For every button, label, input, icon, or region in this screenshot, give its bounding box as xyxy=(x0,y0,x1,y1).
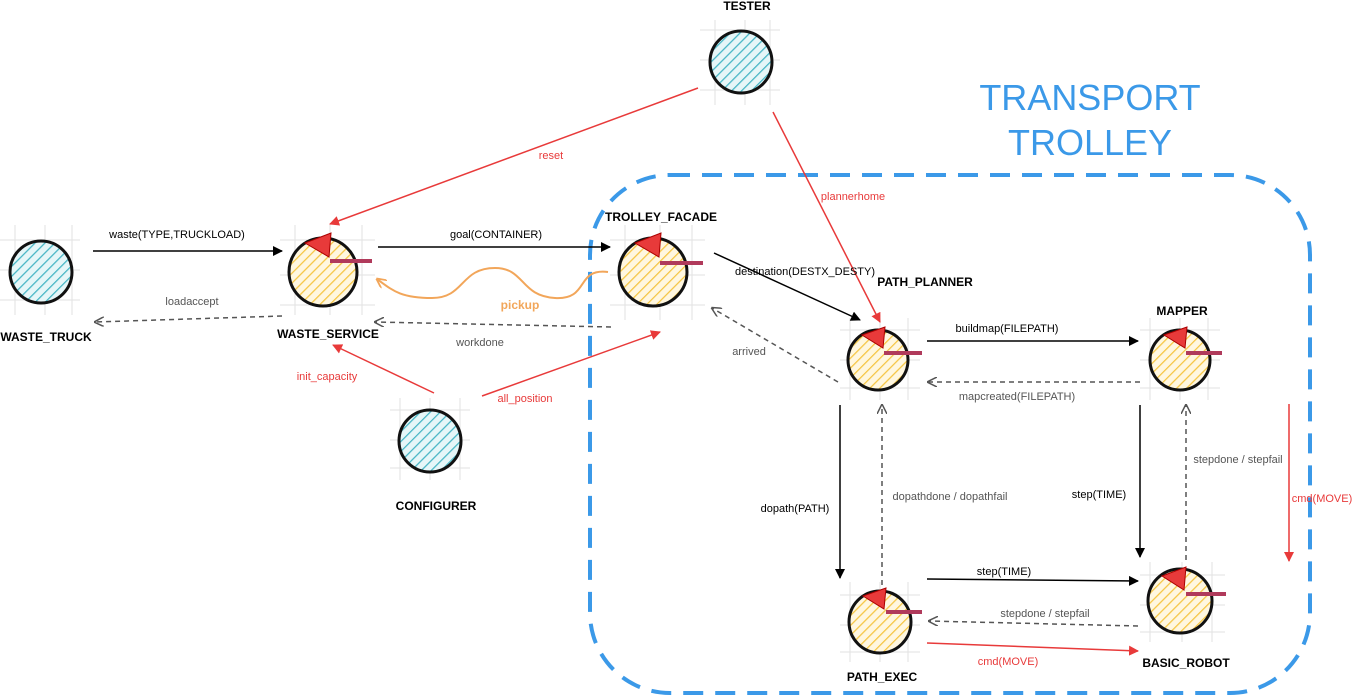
waste-truck-icon xyxy=(8,239,74,305)
svg-text:stepdone / stepfail: stepdone / stepfail xyxy=(1000,608,1089,620)
edge-all-position: all_position xyxy=(481,330,661,405)
svg-text:step(TIME): step(TIME) xyxy=(977,566,1031,578)
svg-text:workdone: workdone xyxy=(455,337,504,349)
edge-step-right: step(TIME) xyxy=(1072,405,1145,558)
svg-text:all_position: all_position xyxy=(497,393,552,405)
edge-plannerhome: plannerhome xyxy=(772,111,885,323)
svg-text:BASIC_ROBOT: BASIC_ROBOT xyxy=(1142,656,1230,670)
svg-text:WASTE_SERVICE: WASTE_SERVICE xyxy=(277,327,379,341)
edge-workdone: workdone xyxy=(375,322,612,349)
svg-text:loadaccept: loadaccept xyxy=(165,296,218,308)
edge-buildmap: buildmap(FILEPATH) xyxy=(927,323,1139,346)
node-configurer: CONFIGURER xyxy=(390,398,477,513)
edge-goal: goal(CONTAINER) xyxy=(378,229,611,252)
svg-text:waste(TYPE,TRUCKLOAD): waste(TYPE,TRUCKLOAD) xyxy=(108,229,245,241)
svg-text:PATH_EXEC: PATH_EXEC xyxy=(847,670,918,684)
svg-text:MAPPER: MAPPER xyxy=(1156,304,1208,318)
node-waste-service: WASTE_SERVICE xyxy=(277,225,379,341)
edge-mapcreated: mapcreated(FILEPATH) xyxy=(928,382,1140,403)
svg-text:step(TIME): step(TIME) xyxy=(1072,489,1126,501)
boundary-title-line2: TROLLEY xyxy=(1008,122,1172,163)
edge-waste: waste(TYPE,TRUCKLOAD) xyxy=(93,229,283,256)
svg-text:TROLLEY_FACADE: TROLLEY_FACADE xyxy=(605,210,717,224)
boundary-title-line1: TRANSPORT xyxy=(979,77,1200,118)
svg-text:WASTE_TRUCK: WASTE_TRUCK xyxy=(0,330,92,344)
svg-text:reset: reset xyxy=(539,150,563,162)
edge-reset: reset xyxy=(329,87,699,226)
svg-text:init_capacity: init_capacity xyxy=(297,371,358,383)
svg-text:cmd(MOVE): cmd(MOVE) xyxy=(1292,493,1353,505)
svg-text:PATH_PLANNER: PATH_PLANNER xyxy=(877,275,973,289)
svg-text:pickup: pickup xyxy=(501,298,540,312)
svg-text:stepdone / stepfail: stepdone / stepfail xyxy=(1193,454,1282,466)
node-path-planner: PATH_PLANNER xyxy=(840,275,973,400)
svg-text:dopath(PATH): dopath(PATH) xyxy=(761,503,830,515)
edge-pickup: pickup xyxy=(377,266,609,312)
svg-text:destination(DESTX_DESTY): destination(DESTX_DESTY) xyxy=(735,266,875,278)
svg-text:TESTER: TESTER xyxy=(723,0,771,13)
edge-cmd-right: cmd(MOVE) xyxy=(1284,404,1353,562)
svg-text:dopathdone / dopathfail: dopathdone / dopathfail xyxy=(893,491,1008,503)
transport-trolley-boundary xyxy=(588,173,1312,695)
edge-destination: destination(DESTX_DESTY) xyxy=(713,252,875,321)
node-basic-robot: BASIC_ROBOT xyxy=(1140,562,1230,670)
svg-text:goal(CONTAINER): goal(CONTAINER) xyxy=(450,229,542,241)
svg-text:CONFIGURER: CONFIGURER xyxy=(396,499,477,513)
svg-text:mapcreated(FILEPATH): mapcreated(FILEPATH) xyxy=(959,391,1075,403)
svg-text:buildmap(FILEPATH): buildmap(FILEPATH) xyxy=(956,323,1059,335)
edge-cmd-bottom: cmd(MOVE) xyxy=(926,642,1139,668)
edge-step-bottom: step(TIME) xyxy=(926,566,1139,586)
edge-stepdone-right: stepdone / stepfail xyxy=(1186,405,1283,560)
node-waste-truck: WASTE_TRUCK xyxy=(0,225,92,344)
edge-stepdone-bottom: stepdone / stepfail xyxy=(929,608,1139,627)
tester-icon xyxy=(708,29,774,95)
svg-text:plannerhome: plannerhome xyxy=(821,191,885,203)
edge-arrived: arrived xyxy=(712,308,839,383)
edge-loadaccept: loadaccept xyxy=(95,296,283,322)
svg-text:arrived: arrived xyxy=(732,346,766,358)
node-mapper: MAPPER xyxy=(1140,304,1222,400)
edge-dopathdone: dopathdone / dopathfail xyxy=(882,405,1008,585)
svg-text:cmd(MOVE): cmd(MOVE) xyxy=(978,656,1039,668)
configurer-icon xyxy=(397,408,463,474)
edge-dopath: dopath(PATH) xyxy=(761,405,845,579)
node-tester: TESTER xyxy=(700,0,780,105)
edge-init-capacity: init_capacity xyxy=(297,344,435,394)
node-path-exec: PATH_EXEC xyxy=(840,582,922,684)
node-trolley-facade: TROLLEY_FACADE xyxy=(605,210,717,320)
